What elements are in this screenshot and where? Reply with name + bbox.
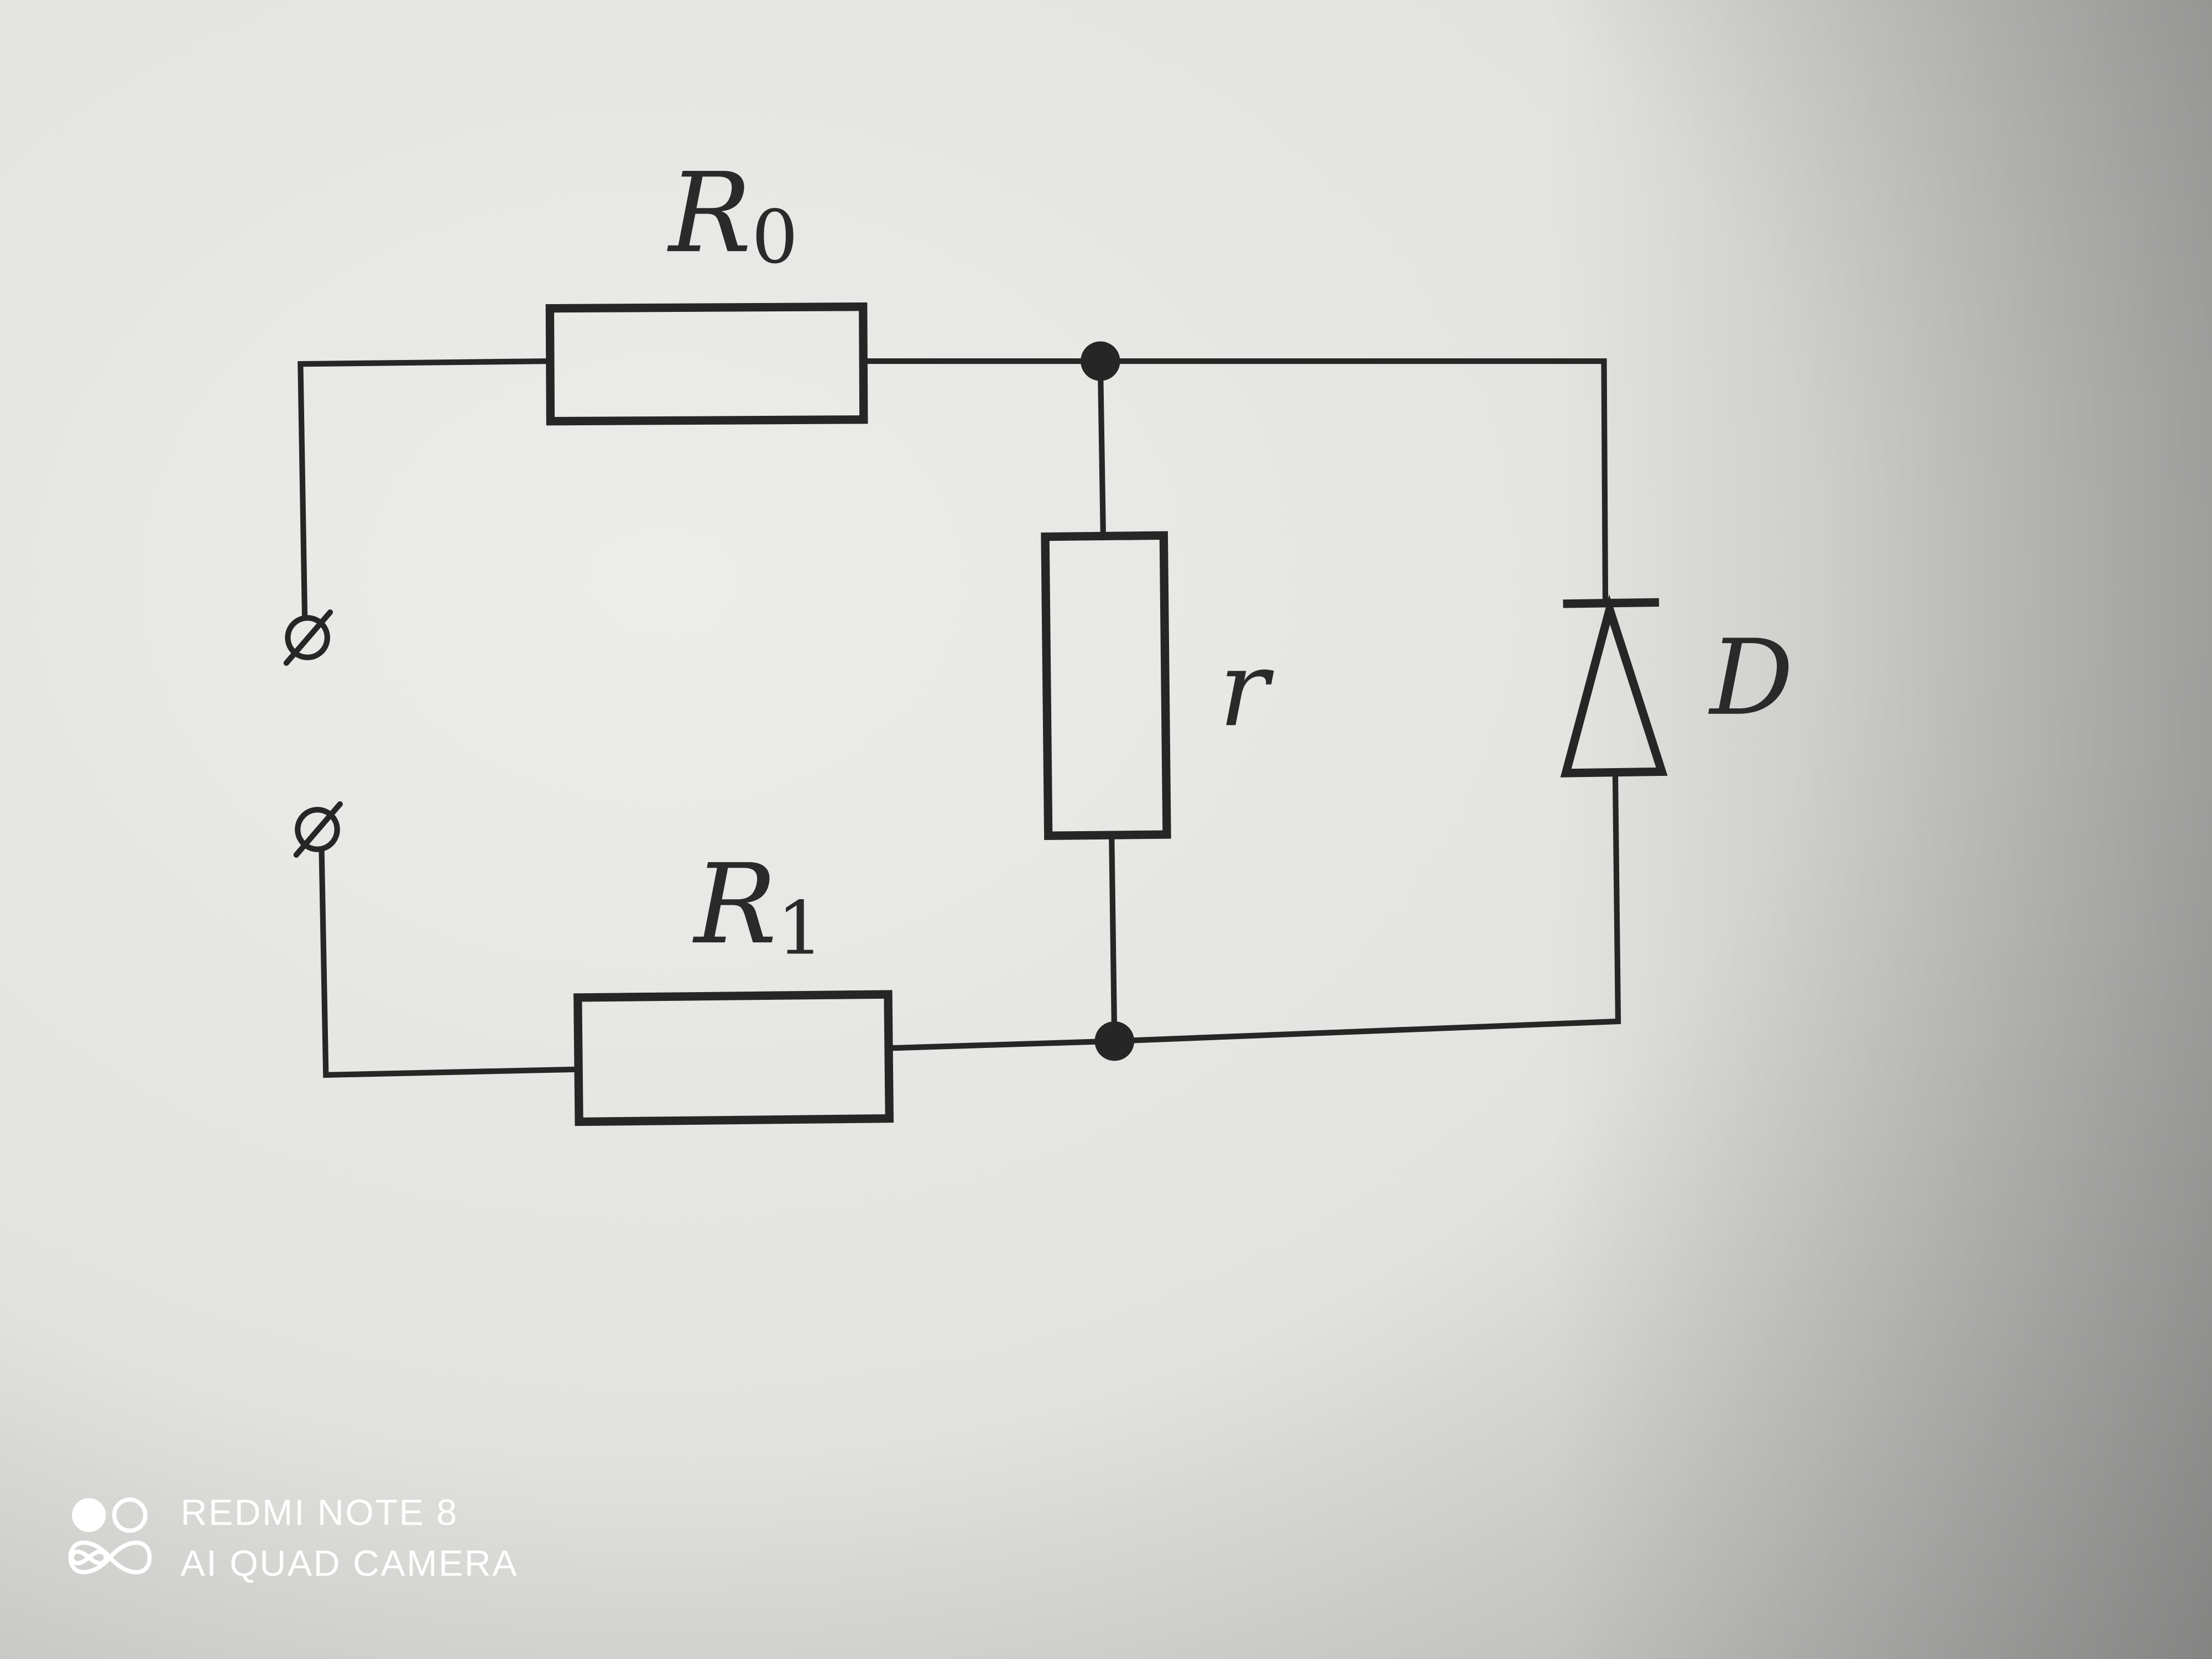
label-r: r xyxy=(1219,628,1274,750)
watermark-line1: REDMI NOTE 8 xyxy=(181,1493,458,1533)
diode-triangle xyxy=(1560,594,1668,778)
resistor-R0 xyxy=(545,302,868,426)
wires xyxy=(298,358,1621,1078)
wire-diode-bottom xyxy=(1112,770,1621,1044)
wire-r-top xyxy=(1097,358,1106,539)
resistor-r xyxy=(1041,531,1171,841)
wire-bottom-mid xyxy=(886,1038,1118,1051)
watermark-line2: AI QUAD CAMERA xyxy=(181,1543,519,1584)
resistor-R1 xyxy=(573,990,894,1126)
wire-bottom-left xyxy=(319,849,582,1078)
diode-D xyxy=(1560,594,1668,778)
camera-logo-icon xyxy=(68,1497,152,1574)
label-R1: R1 xyxy=(692,840,823,971)
wire-r-bottom xyxy=(1109,832,1118,1044)
wire-top-left xyxy=(298,358,553,618)
input-terminal-bottom xyxy=(293,801,343,858)
wire-top-right xyxy=(1097,358,1609,607)
camera-watermark: REDMI NOTE 8 AI QUAD CAMERA xyxy=(68,1493,519,1584)
input-terminal-top xyxy=(283,609,333,666)
label-D: D xyxy=(1708,617,1793,739)
junction-node-top xyxy=(1081,341,1120,381)
junction-node-bottom xyxy=(1094,1021,1135,1061)
label-R0: R0 xyxy=(666,149,798,280)
